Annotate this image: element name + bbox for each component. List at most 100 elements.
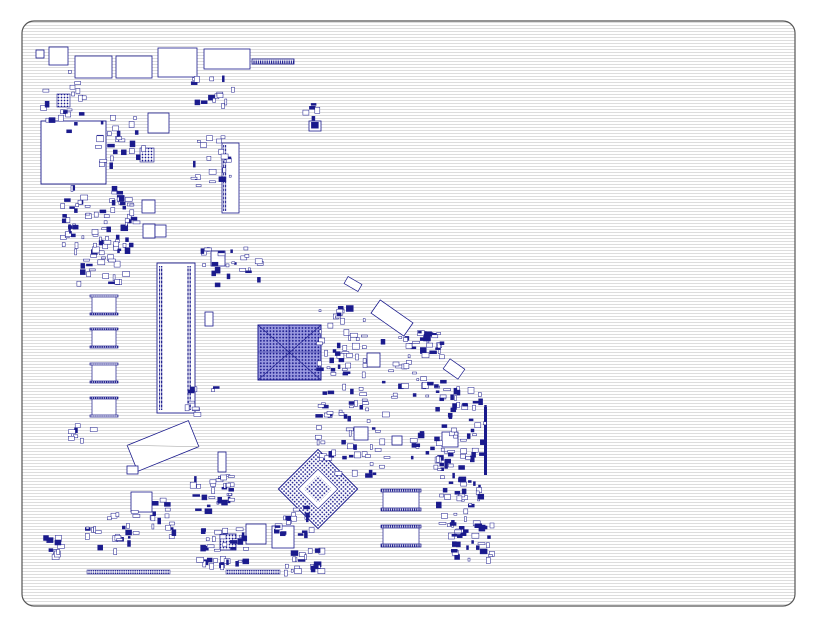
smd-part[interactable] xyxy=(132,531,140,535)
smd-part[interactable] xyxy=(229,540,238,544)
smd-part[interactable] xyxy=(425,451,430,455)
smd-part[interactable] xyxy=(448,413,453,419)
smd-part[interactable] xyxy=(471,532,480,539)
smd-part[interactable] xyxy=(103,214,110,218)
smd-part[interactable] xyxy=(88,268,96,272)
smd-part[interactable] xyxy=(316,341,323,346)
smd-part[interactable] xyxy=(478,484,481,488)
smd-part[interactable] xyxy=(62,214,67,218)
smd-part[interactable] xyxy=(453,512,458,516)
smd-part[interactable] xyxy=(230,547,236,550)
smd-part[interactable] xyxy=(63,110,68,114)
smd-part[interactable] xyxy=(152,511,156,516)
smd-part[interactable] xyxy=(152,501,159,506)
smd-part[interactable] xyxy=(348,454,354,458)
smd-part[interactable] xyxy=(127,540,131,547)
smd-part[interactable] xyxy=(327,390,335,395)
smd-part[interactable] xyxy=(403,363,410,369)
smd-part[interactable] xyxy=(124,247,131,254)
smd-part[interactable] xyxy=(427,381,434,386)
smd-part[interactable] xyxy=(120,224,129,232)
smd-part[interactable] xyxy=(40,105,47,111)
smd-part[interactable] xyxy=(365,454,371,458)
smd-part[interactable] xyxy=(461,488,467,495)
smd-part[interactable] xyxy=(125,237,129,242)
smd-part[interactable] xyxy=(150,515,156,522)
smd-part[interactable] xyxy=(326,411,334,415)
smd-part[interactable] xyxy=(224,98,228,106)
smd-part[interactable] xyxy=(94,530,102,534)
smd-part[interactable] xyxy=(228,493,232,496)
smd-part[interactable] xyxy=(103,220,108,225)
smd-part[interactable] xyxy=(111,185,118,192)
smd-part[interactable] xyxy=(434,384,439,388)
smd-part[interactable] xyxy=(468,503,472,506)
smd-part[interactable] xyxy=(124,197,133,202)
smd-part[interactable] xyxy=(208,496,216,499)
smd-part[interactable] xyxy=(116,196,120,202)
smd-part[interactable] xyxy=(85,526,90,530)
smd-part[interactable] xyxy=(453,434,458,439)
smd-part[interactable] xyxy=(103,239,112,245)
smd-part[interactable] xyxy=(410,455,414,460)
smd-part[interactable] xyxy=(66,129,72,134)
smd-part[interactable] xyxy=(222,527,228,534)
smd-part[interactable] xyxy=(206,135,213,141)
smd-part[interactable] xyxy=(379,438,386,446)
smd-part[interactable] xyxy=(66,108,73,112)
angled-connector-mid[interactable] xyxy=(442,358,466,380)
smd-part[interactable] xyxy=(330,368,336,372)
smd-part[interactable] xyxy=(200,248,205,254)
smd-part[interactable] xyxy=(447,463,454,468)
smd-part[interactable] xyxy=(217,496,222,504)
smd-part[interactable] xyxy=(468,480,472,483)
smd-part[interactable] xyxy=(129,209,135,217)
smd-part[interactable] xyxy=(116,538,123,541)
smd-part[interactable] xyxy=(345,362,351,369)
angled-module[interactable] xyxy=(126,420,200,472)
smd-part[interactable] xyxy=(60,203,65,209)
smd-part[interactable] xyxy=(106,226,111,233)
smd-part[interactable] xyxy=(317,568,326,574)
smd-part[interactable] xyxy=(222,75,225,83)
smd-part[interactable] xyxy=(336,342,341,349)
smd-part[interactable] xyxy=(286,520,291,525)
smd-part[interactable] xyxy=(228,174,232,178)
smd-part[interactable] xyxy=(462,402,468,407)
smd-part[interactable] xyxy=(110,207,116,213)
smd-part[interactable] xyxy=(164,502,171,507)
smd-part[interactable] xyxy=(379,464,385,469)
smd-part[interactable] xyxy=(194,99,201,106)
smd-part[interactable] xyxy=(439,341,445,345)
smd-part[interactable] xyxy=(436,456,440,463)
smd-part[interactable] xyxy=(93,242,97,248)
smd-part[interactable] xyxy=(89,427,98,432)
smd-part[interactable] xyxy=(362,401,369,405)
smd-part[interactable] xyxy=(412,341,420,344)
smd-part[interactable] xyxy=(204,508,213,514)
smd-part[interactable] xyxy=(454,529,462,534)
smd-part[interactable] xyxy=(447,452,454,457)
smd-part[interactable] xyxy=(314,107,321,114)
smd-part[interactable] xyxy=(412,371,417,375)
smd-part[interactable] xyxy=(141,145,146,152)
smd-part[interactable] xyxy=(280,531,287,535)
smd-part[interactable] xyxy=(292,507,300,512)
smd-part[interactable] xyxy=(407,354,411,359)
smd-part[interactable] xyxy=(441,513,448,519)
smd-part[interactable] xyxy=(340,317,345,325)
smd-part[interactable] xyxy=(306,515,309,523)
smd-part[interactable] xyxy=(164,513,170,519)
smd-part[interactable] xyxy=(130,510,139,514)
smd-part[interactable] xyxy=(310,103,317,106)
smd-part[interactable] xyxy=(347,415,351,422)
smd-part[interactable] xyxy=(201,545,209,551)
smd-part[interactable] xyxy=(336,312,342,317)
smd-part[interactable] xyxy=(342,345,348,351)
smd-part[interactable] xyxy=(488,554,493,557)
smd-part[interactable] xyxy=(217,252,226,257)
smd-part[interactable] xyxy=(315,434,322,440)
smd-part[interactable] xyxy=(190,176,198,180)
smd-part[interactable] xyxy=(214,266,221,274)
smd-part[interactable] xyxy=(409,438,418,443)
